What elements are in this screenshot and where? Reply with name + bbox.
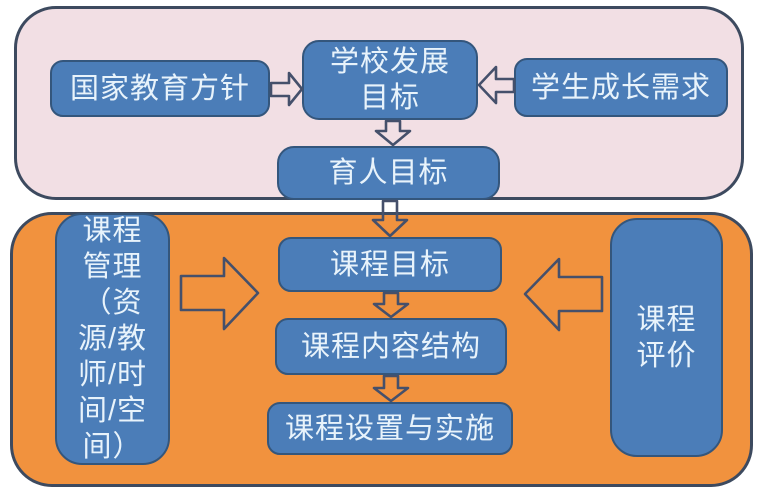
node-national-policy: 国家教育方针	[50, 60, 270, 117]
node-education-goal: 育人目标	[277, 146, 500, 200]
node-curriculum-content-structure: 课程内容结构	[275, 318, 507, 375]
node-school-development-goal: 学校发展 目标	[302, 40, 478, 120]
node-curriculum-goal: 课程目标	[278, 237, 502, 292]
node-student-growth-needs: 学生成长需求	[514, 58, 728, 117]
node-curriculum-evaluation: 课程 评价	[610, 218, 723, 457]
node-curriculum-management: 课程 管理 （资 源/教 师/时 间/空 间）	[55, 213, 170, 465]
node-curriculum-implementation: 课程设置与实施	[267, 402, 513, 455]
